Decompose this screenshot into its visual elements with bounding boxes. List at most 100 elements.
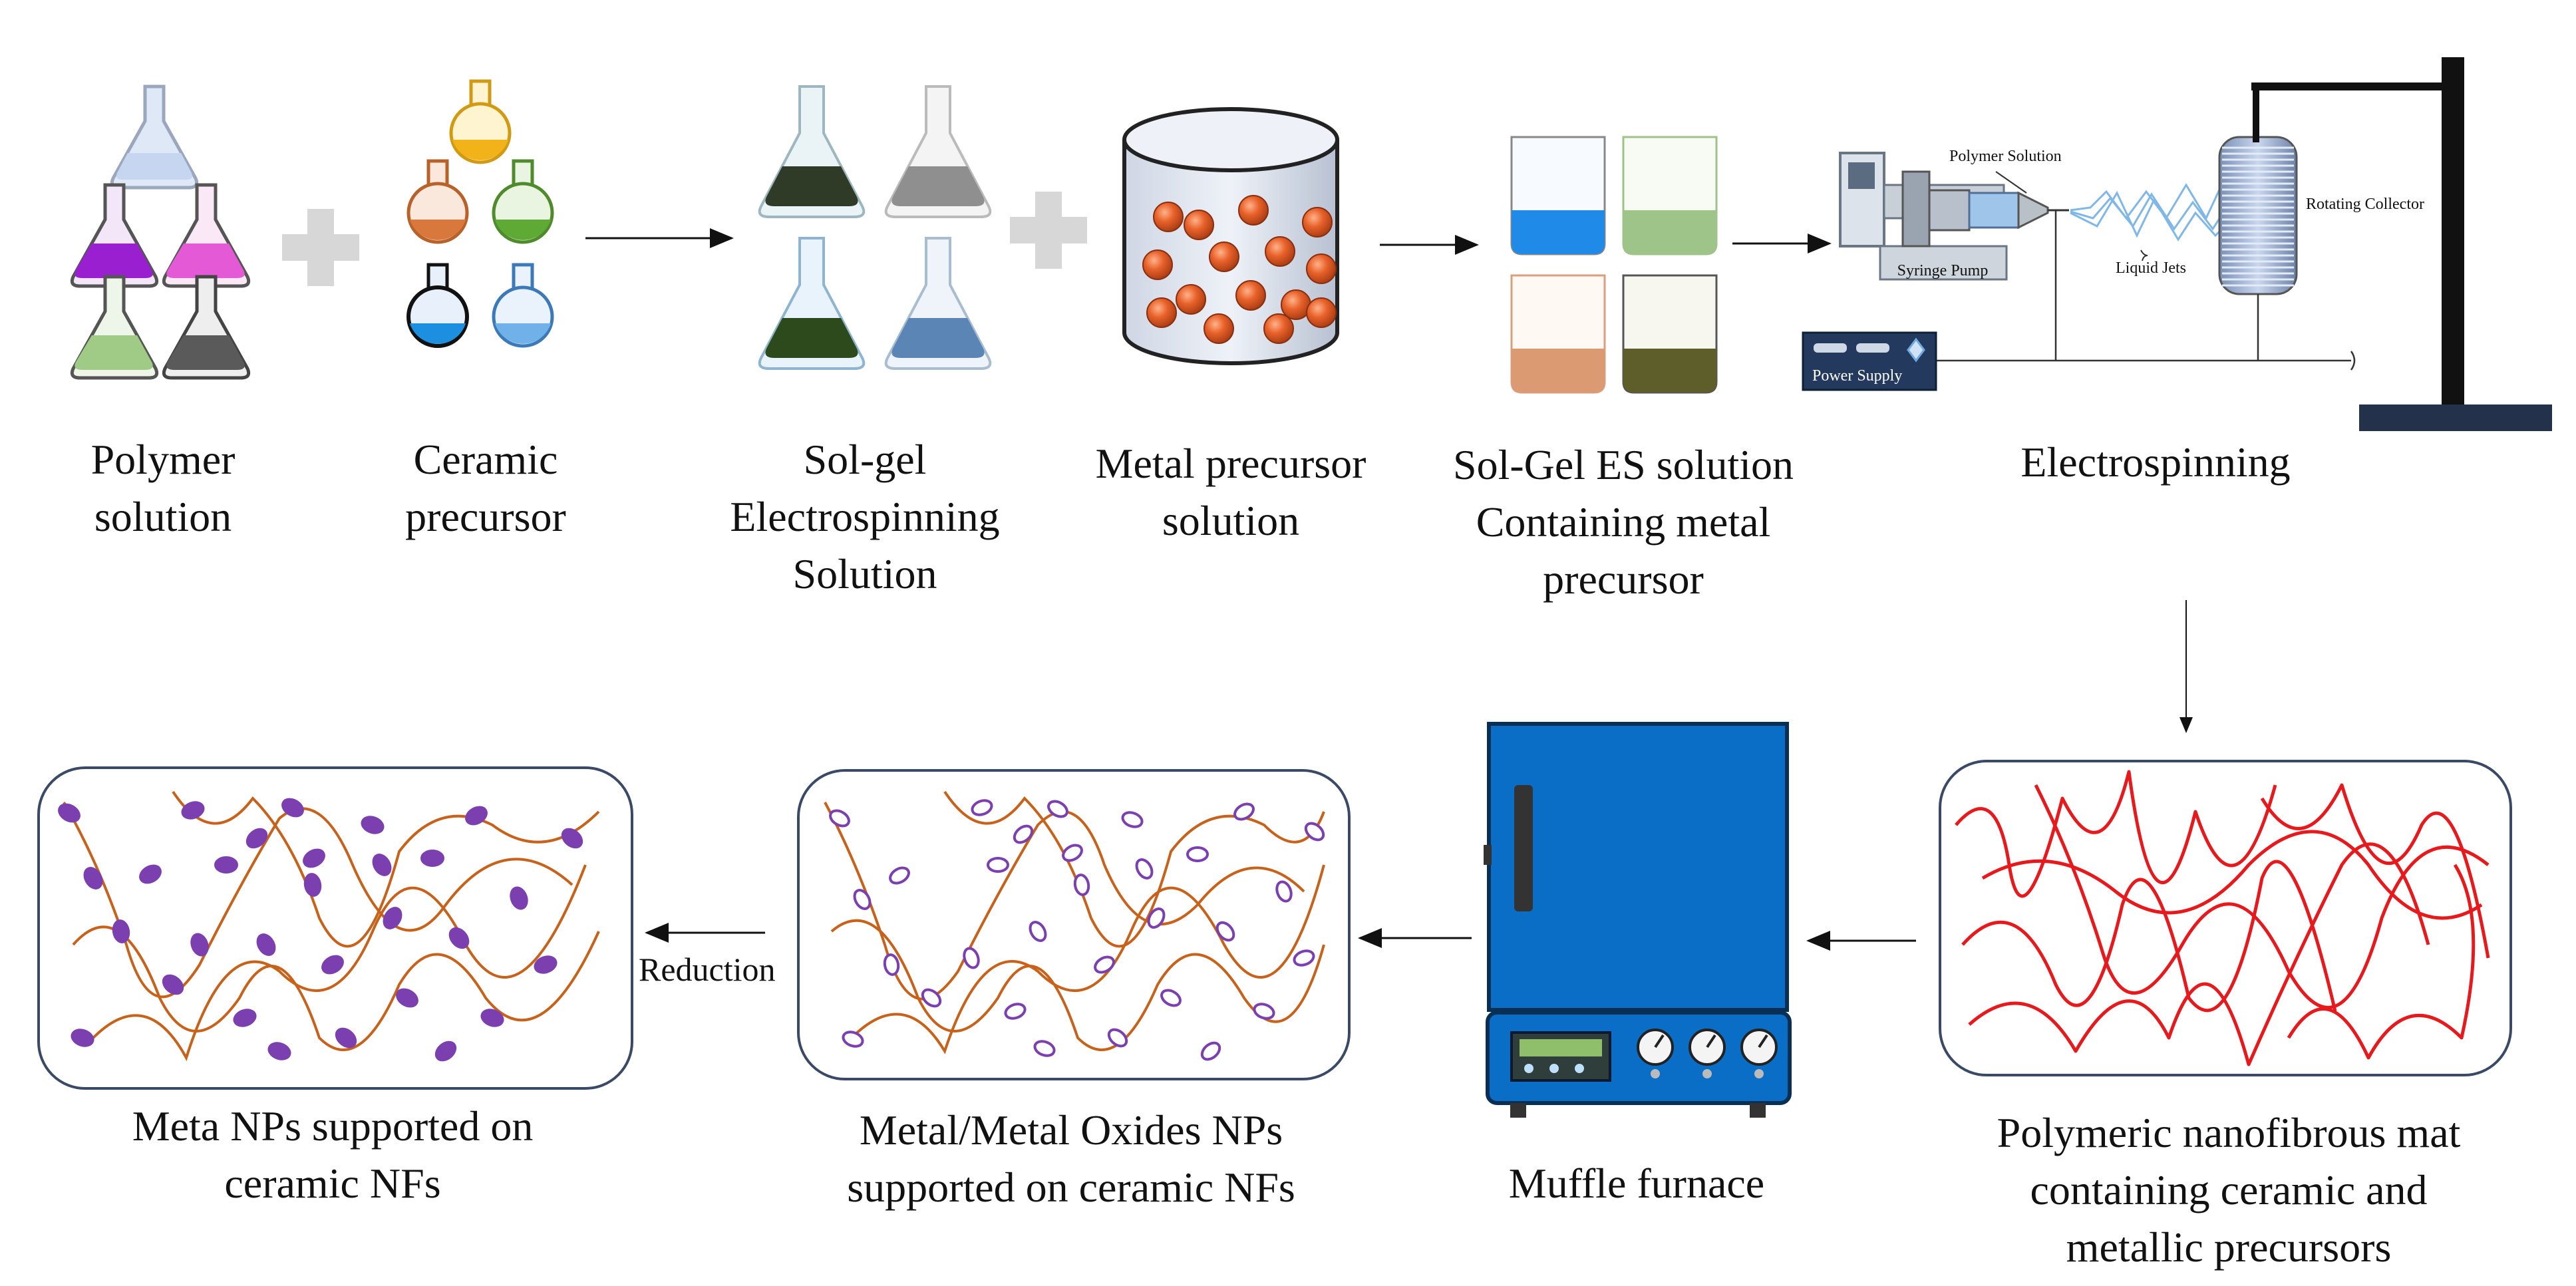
red-fibers — [1955, 770, 2490, 1066]
solid-nanoparticle — [267, 1042, 291, 1060]
flask-icon — [110, 84, 199, 190]
solid-nanoparticle — [214, 856, 238, 874]
solid-nanoparticle — [420, 850, 444, 867]
hollow-nanoparticle — [1033, 1040, 1056, 1057]
metal-oxides-panel — [797, 769, 1351, 1080]
hollow-nanoparticle — [1147, 907, 1166, 929]
solid-nanoparticle — [181, 801, 205, 820]
orange-fiber — [72, 925, 600, 1051]
conical-flask-icon — [758, 237, 866, 370]
solid-nanoparticle — [434, 1041, 457, 1062]
metal-particle — [1146, 297, 1177, 328]
conical-flask-icon — [884, 237, 992, 370]
hollow-nanoparticle — [1094, 955, 1115, 974]
round-flask-icon — [449, 79, 512, 164]
plus-icon — [282, 209, 359, 286]
hollow-nanoparticle — [1013, 824, 1034, 844]
hollow-nanoparticle — [842, 1031, 864, 1048]
beakers — [1510, 136, 1718, 394]
solid-nanoparticle — [372, 854, 392, 876]
hollow-nanoparticles — [829, 799, 1325, 1061]
metal-particle — [1209, 241, 1239, 272]
metal-particle — [1306, 297, 1337, 328]
power-knob-icon — [1907, 337, 1925, 363]
solid-nanoparticle — [58, 803, 80, 823]
conical-flask-icon — [884, 85, 992, 218]
solid-nanoparticle — [465, 806, 488, 826]
red-fiber — [1968, 842, 2430, 1066]
round-flask-icon — [492, 159, 554, 244]
hollow-nanoparticle — [1073, 874, 1090, 896]
red-fiber — [1981, 830, 2483, 920]
reduction-label: Reduction — [639, 951, 776, 988]
caption-metal-oxides: Metal/Metal Oxides NPs supported on cera… — [847, 1106, 1295, 1211]
stand-base — [2359, 404, 2552, 431]
metal-particle — [1184, 210, 1214, 240]
solid-nanoparticle — [256, 933, 276, 956]
hollow-nanoparticle — [987, 857, 1009, 873]
ceramic-precursor-flasks — [406, 79, 554, 348]
polymeric-mat-panel — [1939, 760, 2512, 1076]
metal-particle — [1176, 284, 1206, 315]
solid-nanoparticle — [190, 933, 209, 957]
furnace-door-handle — [1514, 785, 1533, 911]
metal-particle — [1306, 253, 1337, 284]
round-flask-icon — [406, 263, 469, 348]
hollow-nanoparticle — [1047, 800, 1068, 818]
solid-nanoparticle — [139, 864, 162, 884]
orange-fiber — [172, 790, 600, 948]
metal-particle — [1153, 202, 1184, 232]
metal-precursor-container — [1122, 107, 1339, 365]
solid-nanoparticle — [480, 1009, 504, 1027]
orange-fiber — [63, 802, 573, 999]
orange-fibers — [824, 790, 1325, 1054]
flask-icon — [70, 183, 159, 288]
solid-nanoparticle — [112, 919, 130, 943]
solid-nanoparticle — [321, 955, 344, 975]
beaker-icon — [1622, 274, 1718, 394]
metal-particle — [1265, 236, 1295, 267]
solgel-flasks — [758, 85, 992, 370]
power-supply-label: Power Supply — [1812, 367, 1902, 385]
metal-particle — [1204, 313, 1234, 344]
collector-stand — [2442, 57, 2464, 410]
hollow-nanoparticle — [1121, 811, 1144, 828]
metal-particles — [1142, 195, 1337, 344]
muffle-furnace — [1484, 722, 1792, 1118]
orange-fiber — [830, 919, 1325, 1051]
hollow-nanoparticle — [1233, 802, 1255, 821]
hollow-nanoparticle — [1062, 844, 1083, 862]
conical-flask-icon — [758, 85, 866, 218]
hollow-nanoparticle — [1160, 989, 1182, 1007]
orange-fiber — [943, 790, 1325, 948]
solid-nanoparticle — [162, 974, 184, 995]
beaker-icon — [1510, 274, 1606, 394]
orange-fiber — [850, 864, 1325, 1054]
hollow-nanoparticle — [1200, 1041, 1221, 1061]
solid-nanoparticle — [448, 927, 470, 949]
solid-nanoparticle — [510, 886, 528, 910]
round-flask-icon — [406, 159, 469, 244]
hollow-nanoparticle — [963, 947, 980, 969]
solid-nanoparticle — [303, 848, 325, 868]
metal-particle — [1235, 280, 1266, 311]
caption-solgel-es-solution: Sol-Gel ES solution Containing metal pre… — [1452, 441, 1794, 603]
flask-icon — [162, 275, 251, 380]
solid-nanoparticles — [58, 798, 583, 1062]
solid-nanoparticle — [71, 1029, 94, 1047]
caption-metal-precursor: Metal precursor solution — [1095, 440, 1367, 544]
furnace-gauges — [1637, 1029, 1778, 1078]
collector-coil — [2222, 146, 2294, 287]
polymer-solution-flasks — [70, 84, 251, 380]
hollow-nanoparticle — [1253, 1003, 1275, 1020]
solid-nanoparticle — [361, 816, 385, 834]
hollow-nanoparticle — [1275, 880, 1293, 903]
solid-nanoparticle — [303, 873, 322, 897]
hollow-nanoparticle — [829, 809, 850, 828]
hollow-nanoparticle — [889, 866, 910, 885]
orange-fibers — [63, 790, 600, 1062]
hollow-nanoparticle — [1135, 858, 1154, 880]
solid-nanoparticle — [335, 1027, 357, 1048]
hollow-nanoparticle — [1293, 949, 1315, 967]
syringe-pump-label: Syringe Pump — [1897, 262, 1989, 279]
